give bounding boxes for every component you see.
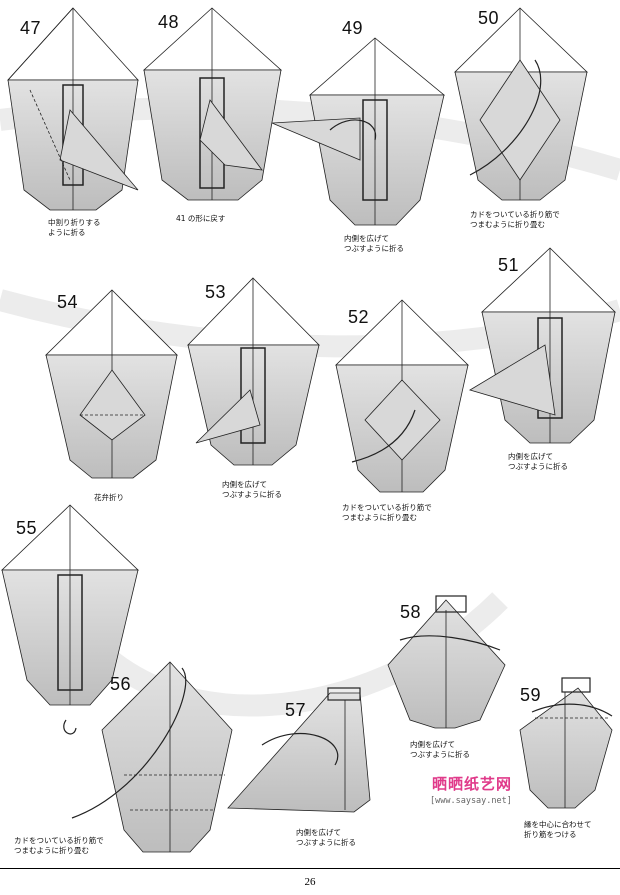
step-48-figure	[142, 7, 283, 201]
step-caption: 花弁折り	[94, 493, 124, 502]
step-52-figure	[335, 299, 469, 493]
step-caption: カドをついている折り筋で つまむように折り畳む	[342, 503, 432, 522]
step-caption: 中割り折りする ように折る	[48, 218, 101, 237]
step-caption: 内側を広げて つぶすように折る	[344, 234, 404, 253]
step-caption: 縁を中心に合わせて 折り筋をつける	[524, 820, 592, 839]
step-caption: カドをついている折り筋で つまむように折り畳む	[470, 210, 560, 229]
step-number: 48	[158, 12, 180, 32]
step-number: 49	[342, 18, 364, 38]
step-number: 52	[348, 307, 370, 327]
step-caption: カドをついている折り筋で つまむように折り畳む	[14, 836, 104, 855]
watermark-url: [www.saysay.net]	[430, 796, 512, 806]
step-47-figure	[7, 7, 139, 211]
step-number: 54	[57, 292, 79, 312]
step-number: 50	[478, 8, 500, 28]
step-58-figure	[387, 595, 506, 729]
step-number: 59	[520, 685, 542, 705]
watermark-title: 晒晒纸艺网	[432, 775, 513, 793]
step-56-figure	[71, 661, 233, 853]
step-54-figure	[45, 289, 178, 479]
step-49-figure	[271, 37, 446, 226]
step-number: 53	[205, 282, 227, 302]
step-number: 58	[400, 602, 422, 622]
step-number: 47	[20, 18, 42, 38]
step-number: 55	[16, 518, 38, 538]
step-57-figure	[227, 687, 371, 813]
step-caption: 内側を広げて つぶすように折る	[296, 828, 356, 847]
step-caption: 41 の形に戻す	[176, 214, 226, 223]
step-caption: 内側を広げて つぶすように折る	[410, 740, 470, 759]
footer-rule	[0, 868, 620, 869]
step-number: 51	[498, 255, 520, 275]
step-number: 56	[110, 674, 132, 694]
step-53-figure	[187, 277, 320, 466]
step-number: 57	[285, 700, 307, 720]
step-55-figure	[1, 504, 139, 735]
step-51-figure	[469, 247, 616, 444]
step-caption: 内側を広げて つぶすように折る	[222, 480, 282, 499]
step-caption: 内側を広げて つぶすように折る	[508, 452, 568, 471]
step-50-figure	[454, 7, 588, 201]
page-number: 26	[304, 876, 316, 888]
step-59-figure	[519, 677, 613, 809]
